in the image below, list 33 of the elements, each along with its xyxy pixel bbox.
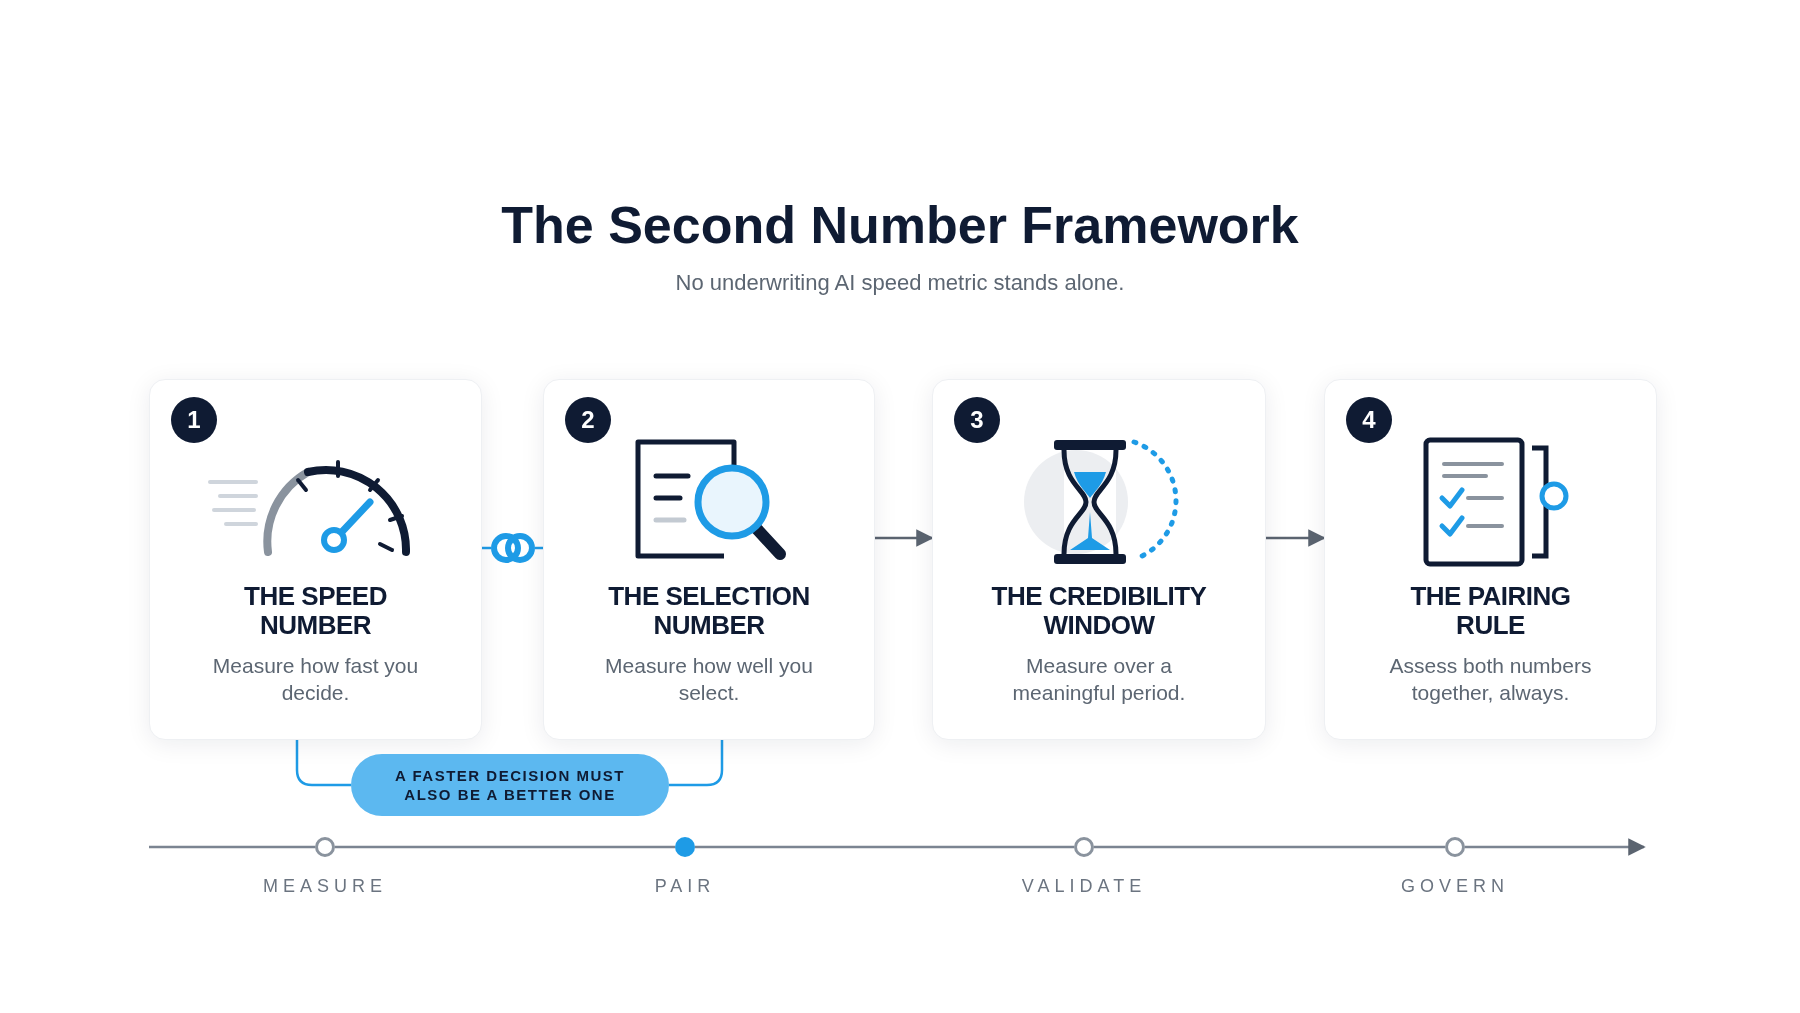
callout-pill: A FASTER DECISION MUST ALSO BE A BETTER ONE: [351, 754, 669, 816]
title: The Second Number Framework: [500, 195, 1300, 255]
step-card: [543, 379, 875, 740]
step-card: [932, 379, 1266, 740]
link-icon: [491, 532, 535, 564]
timeline-line: [1094, 845, 1445, 849]
step-title: THE PAIRING RULE: [1409, 582, 1572, 640]
step-title: THE SPEED NUMBER: [243, 582, 388, 640]
stage-label: GOVERN: [1400, 875, 1510, 898]
stage-label: MEASURE: [262, 875, 388, 898]
step-description: Assess both numbers together, always.: [1388, 653, 1593, 706]
stage-label: PAIR: [653, 875, 717, 898]
subtitle: No underwriting AI speed metric stands alone.: [674, 269, 1126, 297]
step-description: Measure how well you select.: [604, 653, 814, 706]
step-card: [149, 379, 482, 740]
timeline-line: [695, 845, 1074, 849]
step-description: Measure how fast you decide.: [211, 653, 420, 706]
step-number-badge: 1: [171, 397, 217, 443]
arrow: [1266, 529, 1326, 547]
connector-line: [669, 740, 724, 787]
step-number-badge: 4: [1346, 397, 1392, 443]
step-number-badge: 3: [954, 397, 1000, 443]
connector-line: [295, 740, 351, 787]
stage-label: VALIDATE: [1020, 875, 1148, 898]
timeline-line: [335, 845, 675, 849]
step-number-badge: 2: [565, 397, 611, 443]
step-title: THE CREDIBILITY WINDOW: [990, 582, 1208, 640]
arrow: [875, 529, 934, 547]
arrow: [1465, 838, 1646, 856]
step-title: THE SELECTION NUMBER: [607, 582, 811, 640]
timeline-line: [149, 845, 315, 849]
step-description: Measure over a meaningful period.: [1011, 653, 1187, 706]
step-card: [1324, 379, 1657, 740]
